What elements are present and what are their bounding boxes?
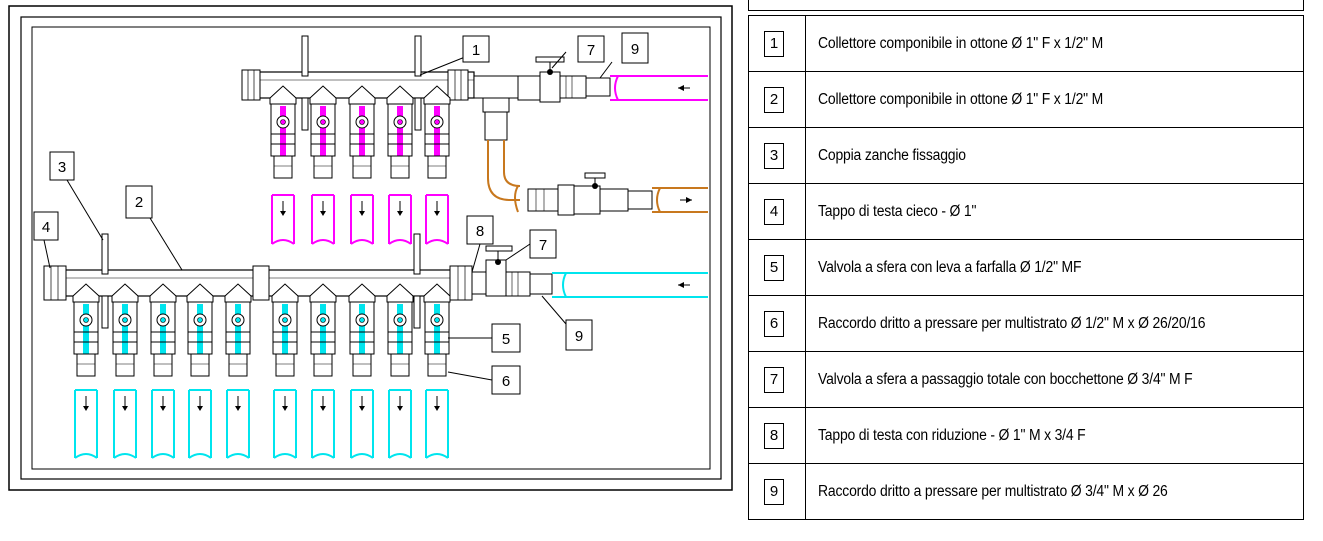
legend-description: Tappo di testa con riduzione - Ø 1" M x …	[818, 426, 1086, 444]
legend-row: 9 Raccordo dritto a pressare per multistr…	[748, 463, 1304, 520]
lower-supply-pipe	[552, 272, 708, 298]
legend-description-cell: Raccordo dritto a pressare per multistra…	[805, 295, 1304, 352]
legend-number-cell: 9	[748, 463, 806, 520]
outlet-assembly	[111, 283, 139, 459]
callout-5: 5	[448, 323, 521, 353]
legend-number-box: 3	[764, 142, 784, 169]
outlet-assembly	[72, 283, 100, 459]
callout-1: 1	[419, 35, 490, 76]
legend-number-box: 9	[764, 478, 784, 505]
legend-row: 6 Raccordo dritto a pressare per multistr…	[748, 295, 1304, 352]
outlet-assembly	[348, 283, 376, 459]
legend-number-box: 2	[764, 86, 784, 113]
legend-number-cell: 7	[748, 351, 806, 408]
upper-manifold	[241, 69, 475, 101]
legend-description-cell: Valvola a sfera a passaggio totale con b…	[805, 351, 1304, 408]
cabinet-middle-frame	[20, 16, 722, 480]
callout-4: 4	[33, 211, 59, 269]
legend-number-cell: 3	[748, 127, 806, 184]
lower-bracket-right	[413, 233, 421, 329]
legend-number-box: 5	[764, 254, 784, 281]
upper-ball-valve	[517, 56, 611, 103]
lower-ball-valve	[471, 245, 553, 297]
callout-9-lower: 9	[541, 295, 593, 351]
callout-9-upper: 9	[599, 32, 649, 79]
svg-text:2: 2	[135, 194, 143, 211]
legend-description: Tappo di testa cieco - Ø 1"	[818, 202, 977, 220]
legend-description-cell: Collettore componibile in ottone Ø 1" F …	[805, 15, 1304, 72]
callout-8: 8	[466, 215, 494, 273]
callout-3: 3	[49, 151, 104, 241]
legend-description-cell: Tappo di testa con riduzione - Ø 1" M x …	[805, 407, 1304, 464]
cabinet-inner-frame	[31, 26, 711, 470]
svg-text:9: 9	[631, 41, 639, 58]
legend-number-box: 4	[764, 198, 784, 225]
outlet-assembly	[386, 85, 414, 245]
legend-description-cell: Raccordo dritto a pressare per multistra…	[805, 463, 1304, 520]
upper-bracket-left	[301, 35, 309, 131]
legend-description-cell: Coppia zanche fissaggio	[805, 127, 1304, 184]
outlet-assembly	[309, 85, 337, 245]
legend-row: 8 Tappo di testa con riduzione - Ø 1" M x…	[748, 407, 1304, 464]
legend-description-cell: Valvola a sfera con leva a farfalla Ø 1/…	[805, 239, 1304, 296]
return-pipe	[487, 140, 708, 216]
upper-supply-pipe	[610, 75, 708, 101]
callout-2: 2	[125, 185, 183, 271]
legend-row: 2 Collettore componibile in ottone Ø 1" F…	[748, 71, 1304, 128]
legend-row: 5 Valvola a sfera con leva a farfalla Ø 1…	[748, 239, 1304, 296]
lower-bracket-left	[101, 233, 109, 329]
svg-text:3: 3	[58, 159, 66, 176]
legend-description-cell: Collettore componibile in ottone Ø 1" F …	[805, 71, 1304, 128]
legend-number-cell: 6	[748, 295, 806, 352]
legend-number-cell: 1	[748, 15, 806, 72]
legend-number-box: 1	[764, 30, 784, 57]
legend-description: Collettore componibile in ottone Ø 1" F …	[818, 34, 1104, 52]
callout-6: 6	[447, 365, 521, 395]
manifold-diagram: 1 7 9 3 2 4 8 7 9 5	[8, 5, 733, 491]
outlet-assembly	[423, 283, 451, 459]
legend-number-box: 6	[764, 310, 784, 337]
upper-bracket-right	[414, 35, 422, 131]
callout-7-upper: 7	[551, 35, 605, 69]
svg-text:8: 8	[476, 223, 484, 240]
outlet-assembly	[186, 283, 214, 459]
outlet-assembly	[386, 283, 414, 459]
legend-description: Collettore componibile in ottone Ø 1" F …	[818, 90, 1104, 108]
legend-description: Raccordo dritto a pressare per multistra…	[818, 314, 1206, 332]
legend-number-box: 8	[764, 422, 784, 449]
callout-7-lower: 7	[505, 229, 557, 261]
legend-number-cell: 5	[748, 239, 806, 296]
svg-text:7: 7	[587, 42, 595, 59]
cabinet-outer-frame	[8, 5, 733, 491]
svg-text:9: 9	[575, 328, 583, 345]
outlet-assembly	[149, 283, 177, 459]
legend-number-cell: 8	[748, 407, 806, 464]
legend-description: Valvola a sfera a passaggio totale con b…	[818, 370, 1193, 388]
outlet-assembly	[224, 283, 252, 459]
outlet-assembly	[348, 85, 376, 245]
outlet-assembly	[309, 283, 337, 459]
svg-text:5: 5	[502, 331, 510, 348]
legend-row: 7 Valvola a sfera a passaggio totale con …	[748, 351, 1304, 408]
upper-tee	[473, 75, 519, 141]
legend-description: Valvola a sfera con leva a farfalla Ø 1/…	[818, 258, 1082, 276]
svg-text:4: 4	[42, 219, 50, 236]
outlet-assembly	[269, 85, 297, 245]
legend-description: Coppia zanche fissaggio	[818, 146, 966, 164]
legend-description: Raccordo dritto a pressare per multistra…	[818, 482, 1168, 500]
legend-number-cell: 4	[748, 183, 806, 240]
legend-number-cell: 2	[748, 71, 806, 128]
legend-number-box: 7	[764, 366, 784, 393]
legend-row: 1 Collettore componibile in ottone Ø 1" F…	[748, 15, 1304, 72]
legend-row: 4 Tappo di testa cieco - Ø 1"	[748, 183, 1304, 240]
outlet-assembly	[271, 283, 299, 459]
legend-header-strip	[748, 0, 1304, 11]
svg-text:7: 7	[539, 237, 547, 254]
svg-text:1: 1	[472, 42, 480, 59]
legend-row: 3 Coppia zanche fissaggio	[748, 127, 1304, 184]
outlet-assembly	[423, 85, 451, 245]
legend-description-cell: Tappo di testa cieco - Ø 1"	[805, 183, 1304, 240]
svg-text:6: 6	[502, 373, 510, 390]
